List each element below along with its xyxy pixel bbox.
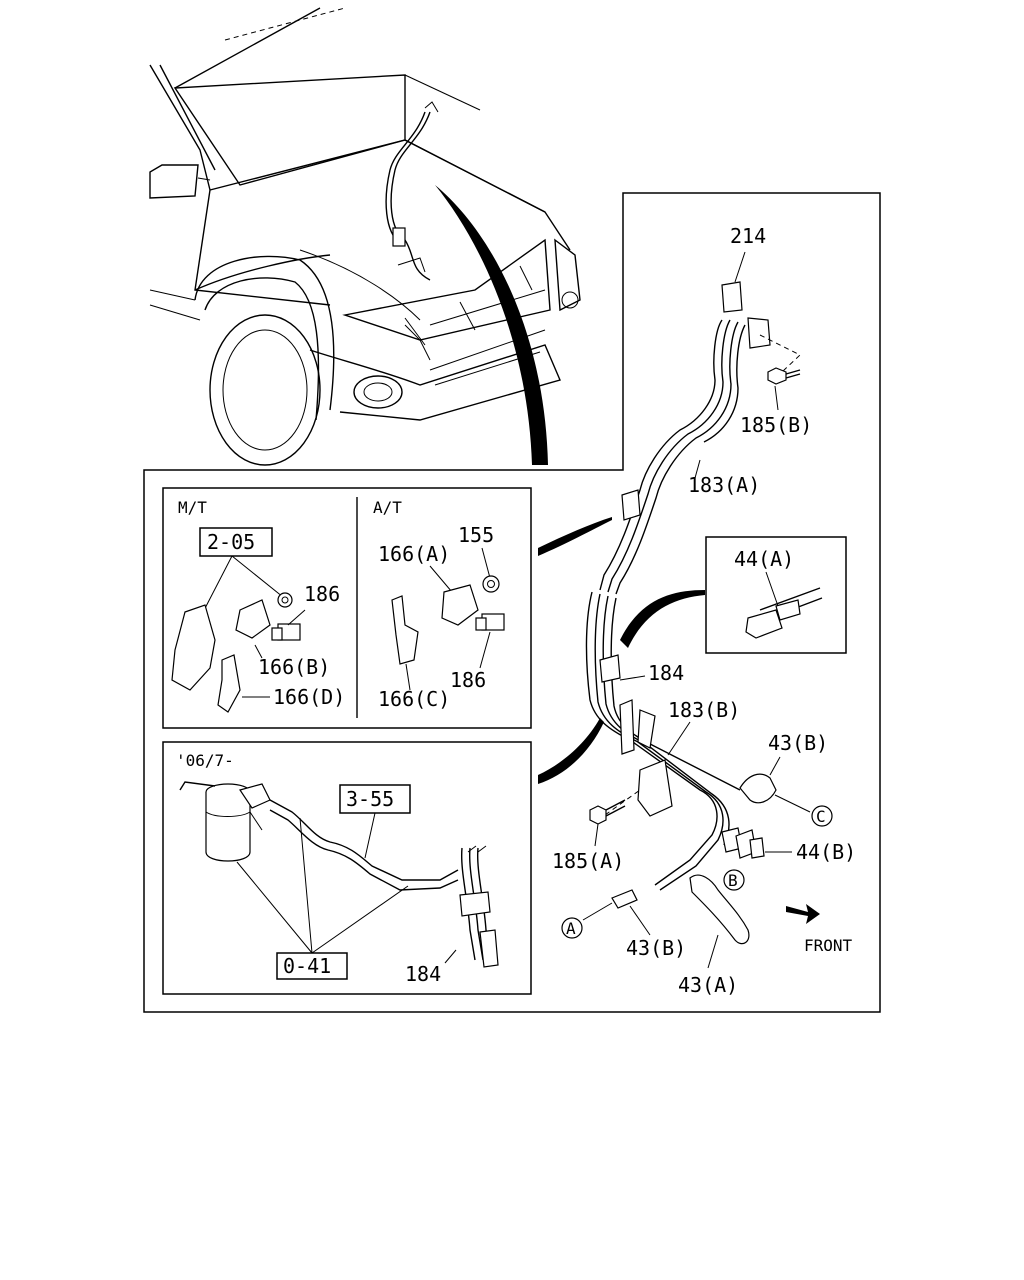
callout-185b: 185(B) <box>740 413 812 437</box>
ref-0-41: 0-41 <box>283 954 331 978</box>
callout-43b-bottom: 43(B) <box>626 936 686 960</box>
marker-c: C <box>816 807 826 826</box>
clip-detail-inset: 44(A) <box>705 536 847 654</box>
front-label: FRONT <box>804 936 853 955</box>
vehicle-illustration <box>149 7 581 466</box>
at-label: A/T <box>373 498 402 517</box>
pipe-assembly: 214 185(B) 183(A) 184 183(B) <box>552 224 856 997</box>
transmission-inset: M/T A/T 2-05 186 166(B) 166(D) 166(A) 15… <box>162 487 532 729</box>
callout-155: 155 <box>458 523 494 547</box>
callout-44b: 44(B) <box>796 840 856 864</box>
main-detail-frame <box>143 192 881 1013</box>
callout-186-at: 186 <box>450 668 486 692</box>
callout-166d: 166(D) <box>273 685 345 709</box>
date-variant-label: '06/7- <box>176 751 234 770</box>
clip-detail-arrow <box>620 590 705 648</box>
callout-166b: 166(B) <box>258 655 330 679</box>
callout-183b: 183(B) <box>668 698 740 722</box>
inset-arrow-lower <box>538 718 604 784</box>
callout-184-inset: 184 <box>405 962 441 986</box>
marker-b: B <box>728 871 738 890</box>
front-arrow-icon <box>786 904 820 924</box>
callout-166c: 166(C) <box>378 687 450 711</box>
callout-214: 214 <box>730 224 766 248</box>
ref-2-05: 2-05 <box>207 530 255 554</box>
marker-a: A <box>566 919 576 938</box>
mt-label: M/T <box>178 498 207 517</box>
callout-44a: 44(A) <box>734 547 794 571</box>
callout-43a: 43(A) <box>678 973 738 997</box>
callout-184-main: 184 <box>648 661 684 685</box>
callout-166a: 166(A) <box>378 542 450 566</box>
ref-3-55: 3-55 <box>346 787 394 811</box>
inset-arrow-upper <box>538 517 612 556</box>
canister-inset: '06/7- 3-55 0-41 184 <box>162 741 532 995</box>
callout-183a: 183(A) <box>688 473 760 497</box>
callout-185a: 185(A) <box>552 849 624 873</box>
callout-43b-top: 43(B) <box>768 731 828 755</box>
callout-186-mt: 186 <box>304 582 340 606</box>
